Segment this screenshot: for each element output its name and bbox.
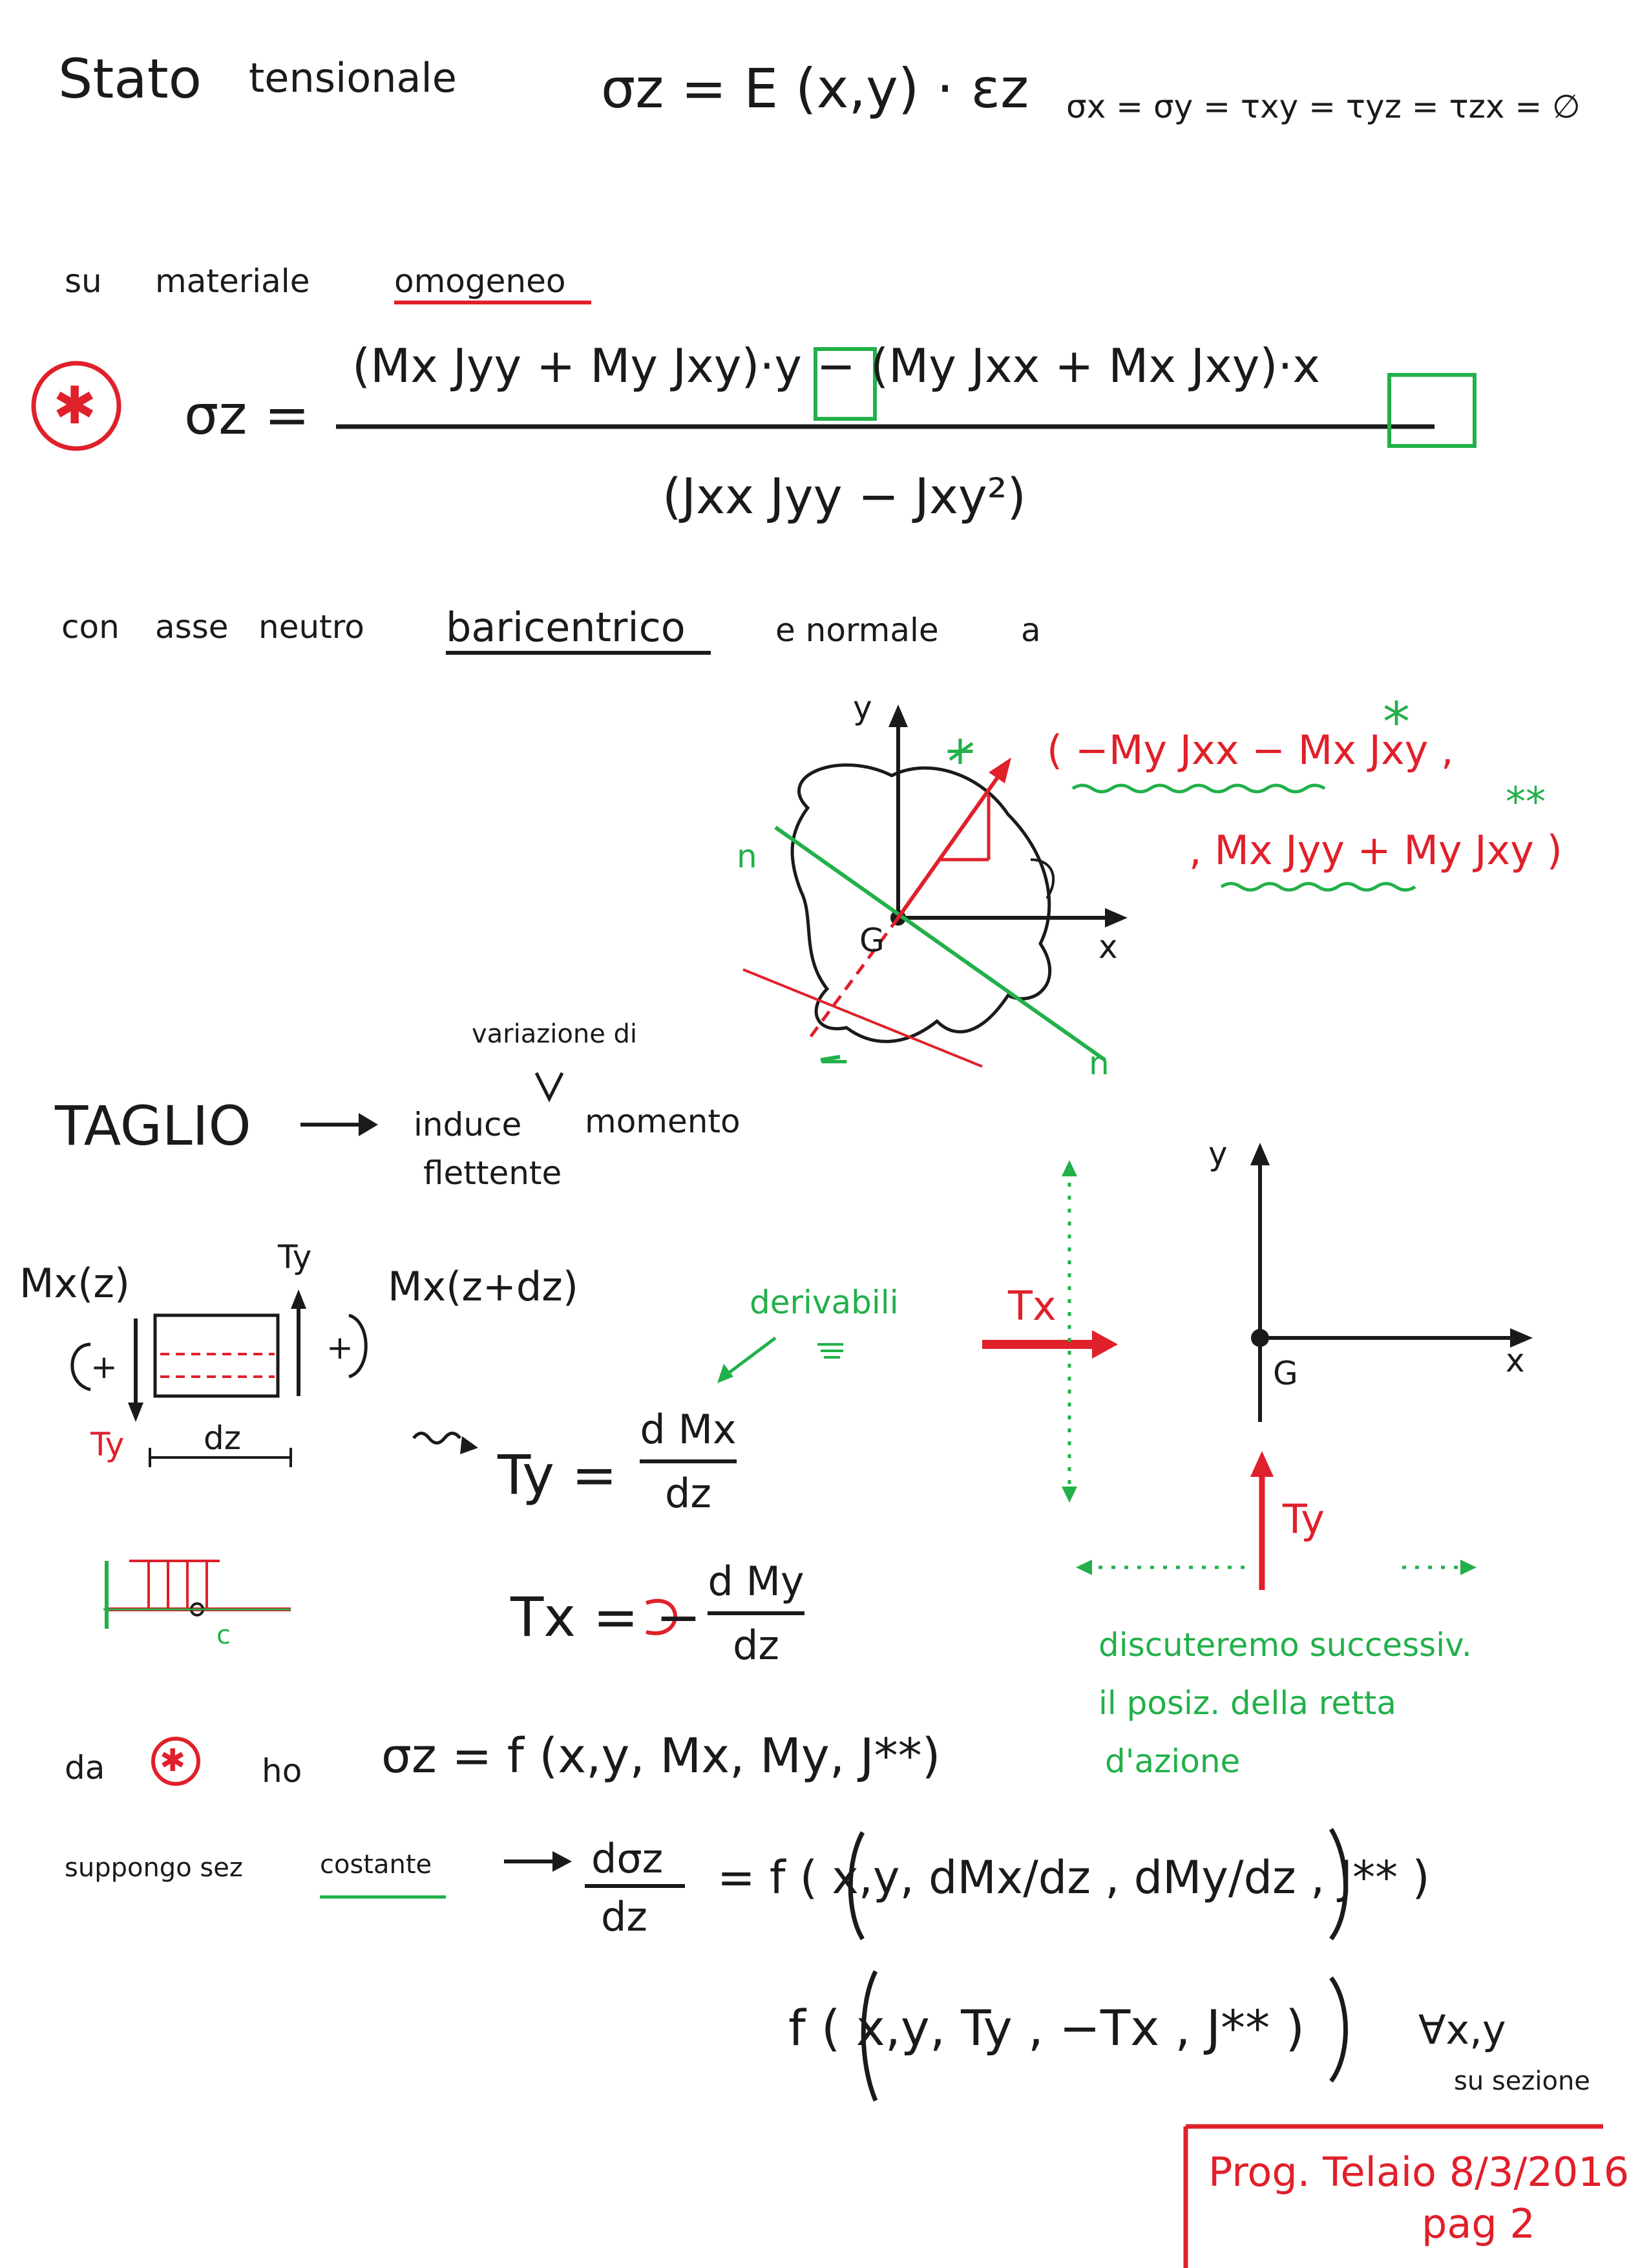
footer-page: pag 2 <box>1422 2200 1535 2247</box>
eq-ty-num: d Mx <box>640 1406 737 1453</box>
text-da: da <box>65 1749 105 1786</box>
eq-zero-stresses: σx = σy = τxy = τyz = τzx = ∅ <box>1066 88 1581 125</box>
label-ty-bottom: Ty <box>90 1426 125 1463</box>
label-ty-top: Ty <box>278 1238 312 1276</box>
note-line3: d'azione <box>1105 1743 1241 1780</box>
eq-sigma-z: σz = E (x,y) · εz <box>601 57 1029 120</box>
stress-numerator: (Mx Jyy + My Jxy)·y − (My Jxx + Mx Jxy)·… <box>352 339 1320 393</box>
text-baricentrico: baricentrico <box>446 604 686 651</box>
plus-zone: + <box>943 726 977 774</box>
eq2-lhs-num: dσz <box>591 1835 664 1882</box>
eq-tx-num: d My <box>708 1558 804 1605</box>
text-con: con <box>61 608 120 646</box>
beam-element <box>70 1289 368 1467</box>
star-double: ** <box>1506 778 1546 825</box>
eq3-rhs: f ( x,y, Ty , −Tx , J** ) <box>788 1999 1305 2057</box>
eq2-rhs: = f ( x,y, dMx/dz , dMy/dz , J** ) <box>717 1851 1430 1904</box>
eq-ty-den: dz <box>665 1470 711 1517</box>
star-single: * <box>1383 690 1410 754</box>
minus-zone: − <box>817 1037 851 1084</box>
axis-y-label-1: y <box>853 689 872 726</box>
star-ref: ✱ <box>160 1743 186 1779</box>
text-a: a <box>1021 611 1041 649</box>
text-e-normale: e normale <box>775 611 939 649</box>
label-plus-right: + <box>326 1329 353 1366</box>
centroid-label-2: G <box>1273 1355 1298 1392</box>
label-mx-zdz: Mx(z+dz) <box>388 1263 578 1310</box>
text-taglio: TAGLIO <box>55 1094 251 1158</box>
support-sketch <box>103 1560 291 1629</box>
normal-vector-line2: , Mx Jyy + My Jxy ) <box>1189 827 1562 874</box>
eq-f-general: σz = f (x,y, Mx, My, J**) <box>381 1728 941 1784</box>
star-marker: ✱ <box>53 376 97 436</box>
red-parallel <box>742 968 983 1068</box>
neutral-axis-label-left: n <box>737 838 757 875</box>
text-variazione: variazione di <box>472 1019 638 1049</box>
eq2-lhs-den: dz <box>601 1893 647 1940</box>
neutral-axis <box>774 825 1106 1062</box>
footer-project: Prog. Telaio 8/3/2016 <box>1208 2148 1629 2196</box>
section-diagram-2 <box>982 1143 1533 1590</box>
axis-x-label-2: x <box>1506 1342 1525 1379</box>
eq-tx-lhs: Tx = − <box>510 1585 702 1649</box>
label-mx-z: Mx(z) <box>19 1260 131 1307</box>
text-su-sezione: su sezione <box>1454 2066 1590 2096</box>
text-suppongo: suppongo sez <box>65 1853 243 1883</box>
title-tensionale: tensionale <box>249 54 457 101</box>
note-line1: discuteremo successiv. <box>1098 1626 1472 1664</box>
eq-tx-fraction: d My dz <box>708 1558 804 1669</box>
axis-y-label-2: y <box>1208 1135 1228 1172</box>
note-line2: il posiz. della retta <box>1098 1684 1396 1722</box>
eq-tx-den: dz <box>733 1622 779 1669</box>
forall-xy: ∀x,y <box>1418 2006 1506 2053</box>
centroid-label-1: G <box>859 922 885 959</box>
text-momento: momento <box>585 1103 741 1140</box>
label-derivabili: derivabili <box>750 1284 899 1321</box>
section-diagram-1 <box>742 705 1416 1068</box>
arrow-y-1 <box>888 705 908 727</box>
text-asse: asse <box>155 608 229 646</box>
text-induce: induce <box>414 1106 522 1143</box>
arrow-x-1 <box>1105 908 1128 927</box>
star-circle <box>31 361 121 451</box>
wavy-1 <box>1071 783 1326 794</box>
label-omogeneo: omogeneo <box>394 262 566 300</box>
label-tx: Tx <box>1008 1282 1056 1330</box>
red-vector-back <box>806 917 900 1042</box>
label-dz: dz <box>204 1419 241 1457</box>
sigma-z-lhs: σz = <box>184 383 310 447</box>
neutral-axis-label-right: n <box>1089 1044 1109 1082</box>
stress-denominator: (Jxx Jyy − Jxy²) <box>662 467 1027 525</box>
wavy-2 <box>1220 882 1416 892</box>
green-box-y <box>814 347 877 421</box>
label-su: su <box>65 262 102 300</box>
axis-x-label-1: x <box>1098 928 1118 966</box>
text-neutro: neutro <box>258 608 364 646</box>
text-costante: costante <box>320 1850 432 1880</box>
green-box-x <box>1387 373 1477 448</box>
title-stato: Stato <box>58 47 202 111</box>
text-ho: ho <box>262 1752 302 1790</box>
eq-ty-lhs: Ty = <box>498 1443 618 1507</box>
label-plus-left: + <box>90 1348 118 1386</box>
label-ty-section: Ty <box>1283 1496 1325 1543</box>
support-label-c: c <box>216 1620 231 1650</box>
section-outline <box>790 763 1052 1043</box>
eq-ty-fraction: d Mx dz <box>640 1406 737 1517</box>
label-materiale: materiale <box>155 262 310 300</box>
red-vector <box>896 761 1010 919</box>
normal-vector-line1: ( −My Jxx − Mx Jxy , <box>1047 726 1454 774</box>
text-flettente: flettente <box>423 1154 562 1192</box>
